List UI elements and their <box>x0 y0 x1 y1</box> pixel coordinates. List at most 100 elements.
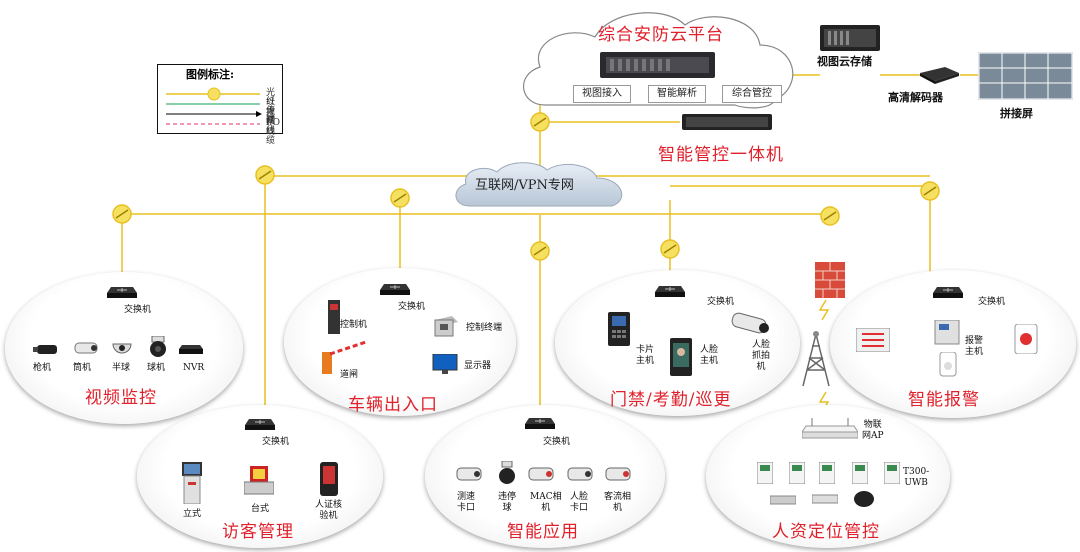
fiber-icon <box>660 239 680 259</box>
control-terminal-label: 控制终端 <box>466 323 503 333</box>
dome-camera-icon <box>112 343 132 354</box>
smart-alarm-title: 智能报警 <box>908 390 980 410</box>
server-icon <box>600 52 715 78</box>
face-capture-camera-icon <box>731 312 769 334</box>
face-checkpoint-camera-icon <box>567 467 593 481</box>
monitor-icon <box>432 354 458 374</box>
barrier-gate-icon <box>322 340 367 374</box>
device-label-dome: 半球 <box>112 363 131 373</box>
fiber-icon <box>820 206 840 226</box>
device-label-ptz: 球机 <box>147 363 166 373</box>
legend-title: 图例标注: <box>186 68 235 81</box>
motion-sensor-icon <box>939 352 957 377</box>
switch-icon <box>655 286 685 297</box>
speed-camera-icon <box>456 467 482 481</box>
device-label-nvr: NVR <box>183 363 205 373</box>
switch-label: 交换机 <box>398 302 426 312</box>
module-integrated-control: 综合管控 <box>722 85 782 103</box>
legend-swatches <box>166 87 262 125</box>
parking-ptz-icon <box>499 461 515 484</box>
uwb-badge-icon <box>854 491 874 507</box>
ptz-camera-icon <box>150 336 166 357</box>
switch-icon <box>380 284 410 295</box>
integrated-host-label: 智能管控一体机 <box>658 145 784 165</box>
alarm-host-icon <box>934 320 960 345</box>
standing-kiosk-icon <box>182 462 202 504</box>
controller-label: 控制机 <box>340 320 368 330</box>
switch-icon <box>525 418 555 429</box>
nvr-icon <box>179 345 203 354</box>
fiber-icon <box>920 181 940 201</box>
fiber-icon <box>530 241 550 261</box>
internet-label: 互联网/VPN专网 <box>475 178 574 193</box>
module-view-access: 视图接入 <box>573 85 631 103</box>
card-host-label: 卡片主机 <box>636 345 655 366</box>
controller-icon <box>328 300 340 334</box>
cloud-platform-title: 综合安防云平台 <box>598 25 724 45</box>
passenger-flow-camera-icon <box>605 467 631 481</box>
smart-applications-title: 智能应用 <box>507 522 579 542</box>
decoder-icon <box>920 67 959 84</box>
decoder-label: 高清解码器 <box>888 91 943 104</box>
uwb-model-label: T300-UWB <box>903 467 930 488</box>
uwb-anchor-icon <box>757 462 773 484</box>
fiber-icon <box>255 165 275 185</box>
legend-item-ethernet: 以太网 <box>266 98 276 126</box>
legend-item-video: 视频线 <box>266 108 276 136</box>
switch-icon <box>933 287 963 298</box>
cloud-storage-icon <box>820 25 880 51</box>
mac-camera-label: MAC相机 <box>530 492 562 513</box>
kiosk-desktop-label: 台式 <box>251 504 270 514</box>
control-terminal-icon <box>434 316 458 337</box>
device-label-gun: 枪机 <box>33 363 52 373</box>
firewall-icon <box>815 262 845 298</box>
desktop-kiosk-icon <box>244 466 274 495</box>
infrared-detector-icon <box>856 328 890 352</box>
access-control-title: 门禁/考勤/巡更 <box>610 390 732 410</box>
switch-label: 交换机 <box>707 297 735 307</box>
fiber-icon <box>530 112 550 132</box>
fiber-icon <box>112 204 132 224</box>
switch-label: 交换机 <box>124 305 152 315</box>
legend-item-io: I/O线缆 <box>266 118 280 146</box>
video-wall-icon <box>978 52 1073 100</box>
kiosk-standing-label: 立式 <box>183 509 202 519</box>
uwb-tag-icon <box>812 494 838 504</box>
uwb-anchor-icon <box>789 462 805 484</box>
integrated-host-icon <box>682 114 772 130</box>
parking-ptz-label: 违停球 <box>498 492 517 513</box>
video-monitoring-title: 视频监控 <box>85 388 157 408</box>
video-wall-label: 拼接屏 <box>1000 107 1033 120</box>
cloud-storage-label: 视图云存储 <box>817 55 872 68</box>
personnel-location-title: 人资定位管控 <box>772 522 880 542</box>
bullet-camera-icon <box>33 345 57 354</box>
face-checkpoint-label: 人脸卡口 <box>570 492 589 513</box>
internet-cloud-shape <box>455 162 623 207</box>
mac-camera-icon <box>528 467 554 481</box>
legend-box: 图例标注: 光纤传输 以太网 视频线 I/O线缆 <box>157 64 283 146</box>
face-host-label: 人脸主机 <box>700 345 719 366</box>
vehicle-entrance-title: 车辆出入口 <box>348 395 438 415</box>
speed-checkpoint-label: 测速卡口 <box>457 492 476 513</box>
switch-icon <box>107 287 137 298</box>
iot-ap-label: 物联网AP <box>862 420 884 441</box>
alarm-host-label: 报警主机 <box>965 336 984 357</box>
device-label-tube: 筒机 <box>73 363 92 373</box>
id-verifier-label: 人证核验机 <box>315 500 343 521</box>
panic-button-icon <box>1014 324 1038 354</box>
face-terminal-icon <box>670 338 692 376</box>
passenger-flow-label: 客流相机 <box>604 492 632 513</box>
id-verification-icon <box>320 462 338 496</box>
uwb-tag-icon <box>770 495 796 505</box>
barrier-label: 道闸 <box>340 370 359 380</box>
legend-item-fiber: 光纤传输 <box>266 88 276 125</box>
fiber-icon <box>390 188 410 208</box>
module-smart-analysis: 智能解析 <box>648 85 706 103</box>
fiber-lines <box>121 74 980 410</box>
monitor-label: 显示器 <box>464 361 492 371</box>
uwb-anchor-icon <box>852 462 868 484</box>
signal-tower-icon <box>802 331 830 387</box>
iot-ap-icon <box>802 418 858 439</box>
switch-label: 交换机 <box>978 297 1006 307</box>
